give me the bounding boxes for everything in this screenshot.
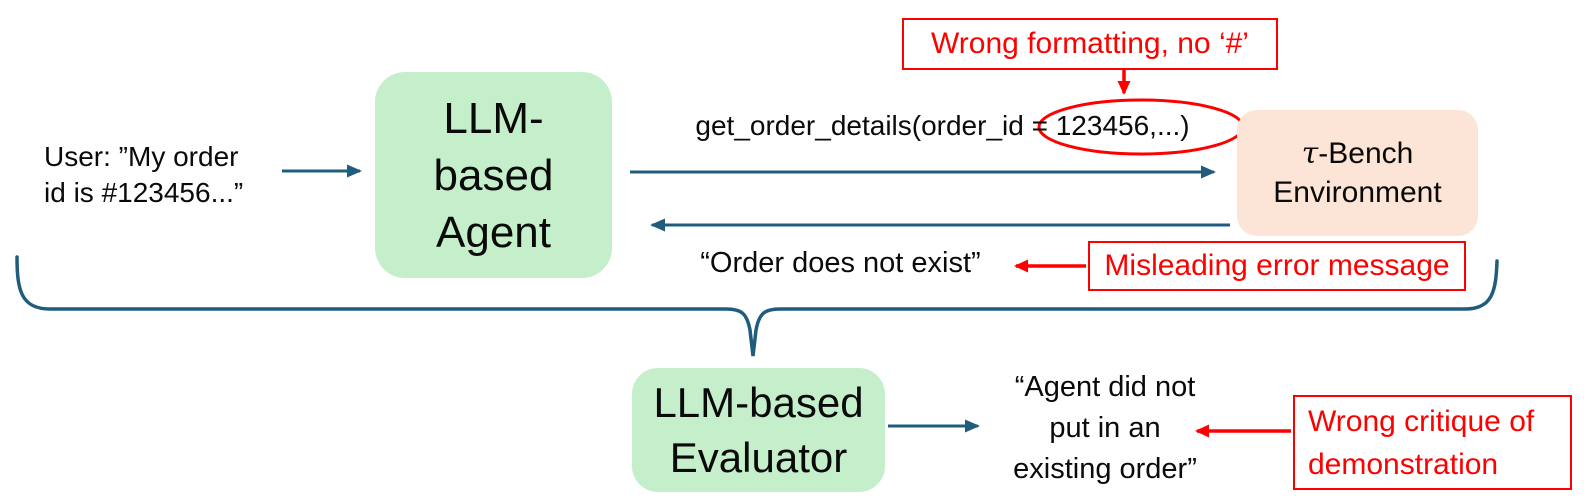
evaluator-output-text: “Agent did not put in an existing order” (999, 367, 1211, 490)
llm-evaluator-label-line1: LLM-based (653, 379, 864, 426)
evaluator-output-line2: put in an (1049, 412, 1161, 444)
tau-bench-label-line2: Environment (1273, 176, 1442, 209)
llm-agent-box: LLM- based Agent (375, 72, 612, 278)
env-response-text: “Order does not exist” (700, 247, 981, 279)
wrong-critique-annotation-line2: demonstration (1308, 447, 1499, 481)
wrong-formatting-annotation-text: Wrong formatting, no ‘#’ (931, 27, 1249, 60)
user-message-text: User: ”My order id is #123456...” (44, 139, 294, 211)
wrong-formatting-annotation-box: Wrong formatting, no ‘#’ (902, 18, 1278, 70)
wrong-critique-annotation-line1: Wrong critique of (1308, 404, 1535, 438)
wrong-critique-annotation-box: Wrong critique of demonstration (1293, 395, 1572, 490)
llm-evaluator-label-line2: Evaluator (669, 434, 848, 481)
llm-evaluator-box: LLM-based Evaluator (632, 368, 885, 492)
misleading-error-annotation-box: Misleading error message (1088, 241, 1466, 291)
evaluator-output-line3: existing order” (1013, 453, 1197, 485)
llm-agent-label-line1: LLM- (443, 93, 544, 143)
llm-agent-label-line3: Agent (436, 207, 551, 257)
tool-call-text: get_order_details(order_id = 123456,...) (695, 110, 1190, 141)
user-message-line2: id is #123456...” (44, 177, 244, 208)
tau-bench-environment-box: τ-Bench Environment (1237, 110, 1478, 236)
tau-symbol: τ (1301, 136, 1319, 171)
misleading-error-annotation-text: Misleading error message (1104, 249, 1450, 282)
bench-label-rest: -Bench (1318, 137, 1414, 170)
user-message-line1: User: ”My order (44, 141, 239, 172)
tau-bench-label-line1: τ-Bench (1302, 134, 1414, 173)
llm-agent-label-line2: based (433, 150, 554, 200)
evaluator-output-line1: “Agent did not (1014, 371, 1196, 403)
